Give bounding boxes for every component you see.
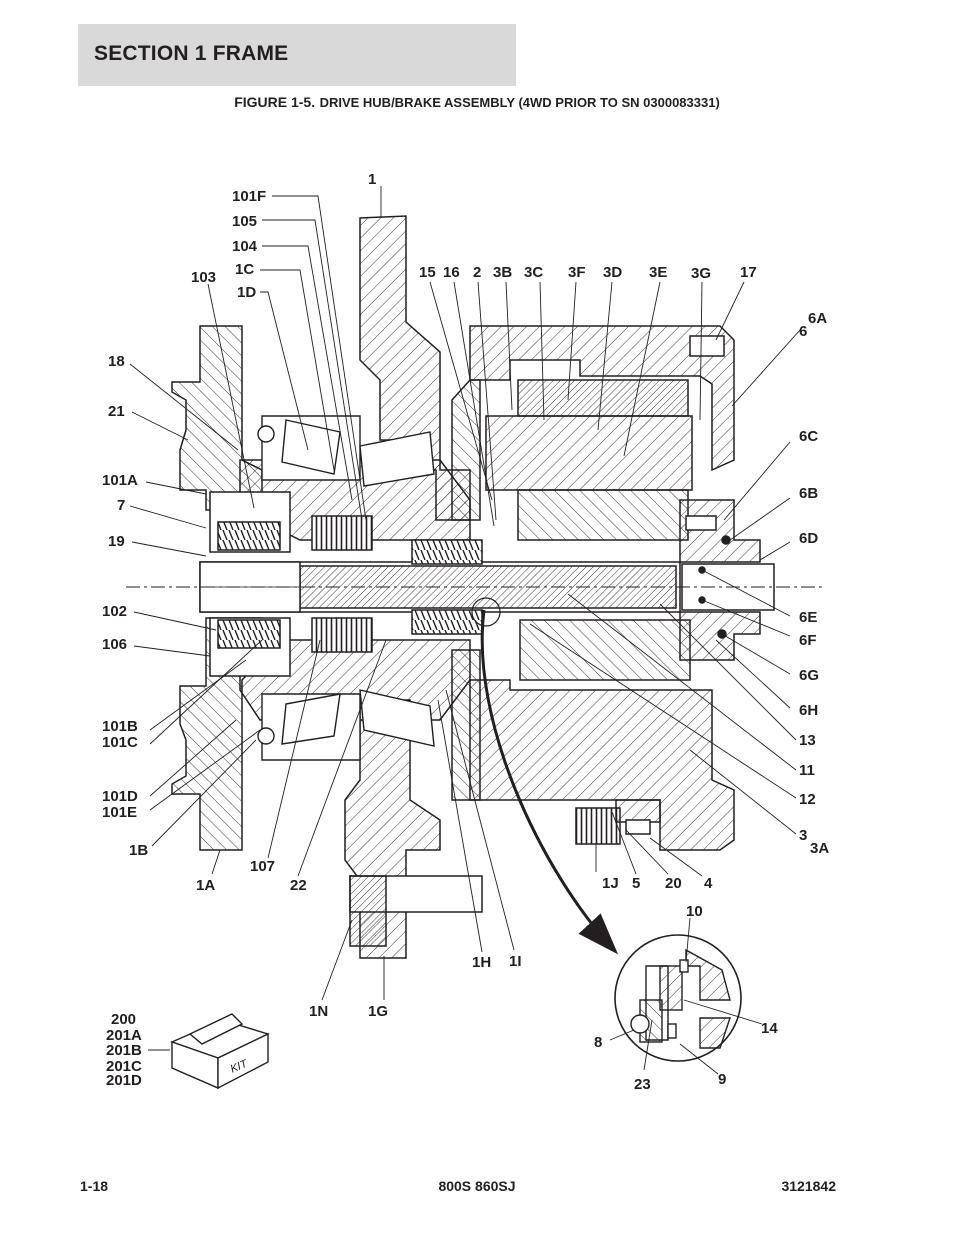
detail-view — [614, 934, 742, 1062]
callout-10: 10 — [686, 903, 703, 920]
callout-101F: 101F — [232, 188, 266, 205]
leader-lines — [129, 186, 801, 1075]
callout-1I: 1I — [509, 953, 522, 970]
figure-title: DRIVE HUB/BRAKE ASSEMBLY (4WD PRIOR TO S… — [319, 95, 720, 110]
figure-number: FIGURE 1-5. — [234, 94, 316, 110]
kit-box — [170, 1013, 270, 1090]
callout-1B: 1B — [129, 842, 148, 859]
callout-104: 104 — [232, 238, 258, 255]
callout-16: 16 — [443, 264, 460, 281]
callout-6C: 6C — [799, 428, 818, 445]
callout-101A: 101A — [102, 472, 138, 489]
callout-1J: 1J — [602, 875, 619, 892]
callout-3A: 3A — [810, 840, 829, 857]
callout-3D: 3D — [603, 264, 622, 281]
callout-5: 5 — [632, 875, 640, 892]
callout-101E: 101E — [102, 804, 137, 821]
detail-arrow — [480, 609, 619, 955]
callout-18: 18 — [108, 353, 125, 370]
callout-1N: 1N — [309, 1003, 328, 1020]
footer-page-number: 1-18 — [80, 1178, 109, 1194]
callout-14: 14 — [761, 1020, 778, 1037]
callout-2: 2 — [473, 264, 481, 281]
callout-6H: 6H — [799, 702, 818, 719]
callout-6G: 6G — [799, 667, 819, 684]
callout-7: 7 — [117, 497, 125, 514]
callout-6E: 6E — [799, 609, 817, 626]
figure-caption: FIGURE 1-5. DRIVE HUB/BRAKE ASSEMBLY (4W… — [0, 94, 954, 112]
callout-15: 15 — [419, 264, 436, 281]
callout-6D: 6D — [799, 530, 818, 547]
callout-labels: 1 101F 105 104 1C 1D 103 15 16 2 3B 3C 3… — [102, 171, 829, 1093]
callout-3C: 3C — [524, 264, 543, 281]
callout-101D: 101D — [102, 788, 138, 805]
callout-22: 22 — [290, 877, 307, 894]
callout-21: 21 — [108, 403, 125, 420]
callout-6: 6 — [799, 323, 807, 340]
section-title: SECTION 1 FRAME — [94, 42, 289, 65]
callout-3G: 3G — [691, 265, 711, 282]
callout-1H: 1H — [472, 954, 491, 971]
callout-13: 13 — [799, 732, 816, 749]
callout-17: 17 — [740, 264, 757, 281]
callout-3: 3 — [799, 827, 807, 844]
section-banner: SECTION 1 FRAME — [78, 24, 516, 86]
footer-doc-number: 3121842 — [781, 1178, 836, 1194]
callout-201A: 201A — [106, 1027, 142, 1044]
callout-101B: 101B — [102, 718, 138, 735]
callout-201D: 201D — [106, 1072, 142, 1089]
callout-201C: 201C — [106, 1058, 142, 1075]
callout-6A: 6A — [808, 310, 827, 327]
callout-3B: 3B — [493, 264, 512, 281]
callout-19: 19 — [108, 533, 125, 550]
callout-4: 4 — [704, 875, 713, 892]
footer-model: 800S 860SJ — [438, 1178, 516, 1194]
callout-23: 23 — [634, 1076, 651, 1093]
callout-102: 102 — [102, 603, 127, 620]
callout-1D: 1D — [237, 284, 256, 301]
callout-1A: 1A — [196, 877, 215, 894]
callout-1: 1 — [368, 171, 376, 188]
callout-3F: 3F — [568, 264, 586, 281]
callout-1C: 1C — [235, 261, 254, 278]
callout-12: 12 — [799, 791, 816, 808]
callout-6B: 6B — [799, 485, 818, 502]
callout-106: 106 — [102, 636, 127, 653]
callout-105: 105 — [232, 213, 257, 230]
callout-1G: 1G — [368, 1003, 388, 1020]
callout-6F: 6F — [799, 632, 817, 649]
callout-200: 200 — [111, 1011, 136, 1028]
callout-201B: 201B — [106, 1042, 142, 1059]
callout-11: 11 — [799, 762, 815, 779]
callout-9: 9 — [718, 1071, 726, 1088]
callout-107: 107 — [250, 858, 275, 875]
callout-20: 20 — [665, 875, 682, 892]
callout-3E: 3E — [649, 264, 667, 281]
callout-8: 8 — [594, 1034, 602, 1051]
callout-101C: 101C — [102, 734, 138, 751]
callout-103: 103 — [191, 269, 216, 286]
